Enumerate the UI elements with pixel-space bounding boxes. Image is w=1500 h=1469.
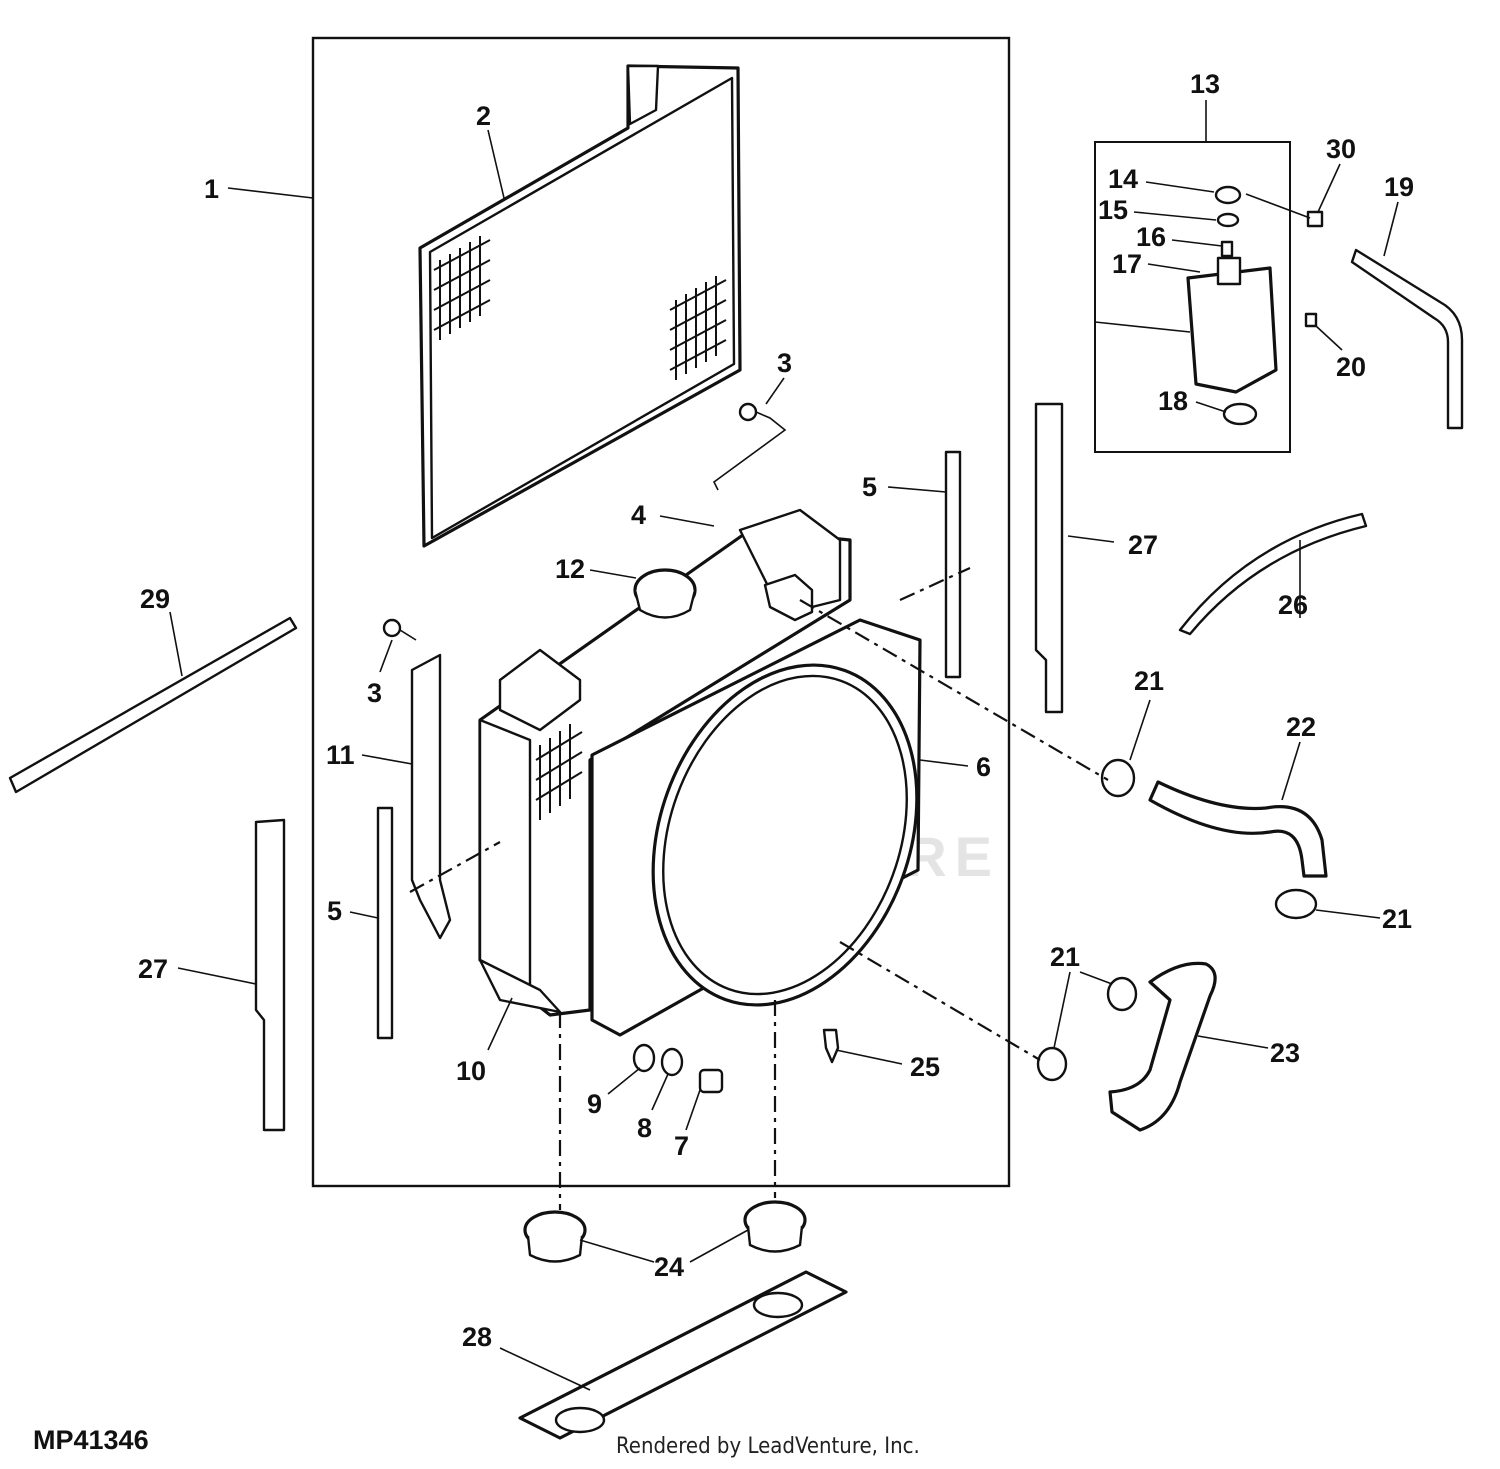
lower-hose — [1108, 961, 1217, 1132]
callout-16: 16 — [1136, 222, 1166, 252]
drain-hardware — [632, 1043, 724, 1094]
callout-17: 17 — [1112, 249, 1142, 279]
fan-shroud — [590, 618, 922, 1037]
callout-26: 26 — [1278, 590, 1308, 620]
callout-11: 11 — [326, 740, 355, 770]
seal-strip-right — [944, 450, 962, 679]
callout-labels: 1 2 3 4 5 12 3 11 6 5 10 9 8 7 25 24 28 … — [138, 69, 1414, 1352]
callout-13: 13 — [1190, 69, 1220, 99]
overflow-hose — [1350, 248, 1464, 430]
seal-strip-29 — [8, 616, 298, 794]
callout-6: 6 — [976, 752, 991, 782]
rubber-mounts — [523, 1200, 807, 1263]
callout-24: 24 — [654, 1252, 684, 1282]
callout-25: 25 — [910, 1052, 940, 1082]
callout-4: 4 — [631, 500, 646, 530]
seal-strip-27-left — [254, 818, 286, 1132]
drain-valve — [822, 1028, 840, 1064]
callout-8: 8 — [637, 1113, 652, 1143]
callout-27-left: 27 — [138, 954, 168, 984]
callout-7: 7 — [674, 1131, 689, 1161]
coolant-reservoir — [1186, 185, 1324, 426]
callout-23: 23 — [1270, 1038, 1300, 1068]
callout-28: 28 — [462, 1322, 492, 1352]
callout-12: 12 — [555, 554, 585, 584]
side-bracket — [410, 653, 452, 940]
mounting-plate — [518, 1270, 848, 1440]
callout-5-left: 5 — [327, 896, 342, 926]
callout-22: 22 — [1286, 712, 1316, 742]
diagram-code: MP41346 — [33, 1425, 149, 1455]
callout-3-left: 3 — [367, 678, 382, 708]
callout-18: 18 — [1158, 386, 1188, 416]
radiator-assembly-outline — [311, 36, 1011, 1188]
callout-3-top: 3 — [777, 348, 792, 378]
bolt-top — [712, 402, 787, 491]
breather-tube — [1178, 512, 1368, 636]
alignment-lines — [409, 566, 1109, 1210]
bolt-left — [382, 618, 417, 641]
callout-27-right: 27 — [1128, 530, 1158, 560]
callout-14: 14 — [1108, 164, 1138, 194]
callout-21-lower: 21 — [1050, 942, 1080, 972]
callout-5-right: 5 — [862, 472, 877, 502]
callout-2: 2 — [476, 101, 491, 131]
callout-29: 29 — [140, 584, 170, 614]
radiator-cap — [633, 568, 697, 619]
reservoir-kit-box — [1094, 141, 1291, 453]
callout-21-right: 21 — [1382, 904, 1412, 934]
leader-lines — [169, 100, 1399, 1391]
callout-30: 30 — [1326, 134, 1356, 164]
callout-20: 20 — [1336, 352, 1366, 382]
callout-21-top: 21 — [1134, 666, 1164, 696]
radiator-core — [478, 508, 852, 1017]
upper-hose — [1148, 780, 1328, 878]
seal-strip-27-right — [1034, 402, 1064, 714]
hose-clamps — [1036, 758, 1318, 1082]
radiator-screen — [418, 64, 742, 548]
callout-1: 1 — [204, 174, 219, 204]
callout-9: 9 — [587, 1089, 602, 1119]
callout-19: 19 — [1384, 172, 1414, 202]
render-credit: Rendered by LeadVenture, Inc. — [616, 1434, 920, 1459]
callout-15: 15 — [1098, 195, 1128, 225]
seal-strip-left — [376, 806, 394, 1040]
callout-10: 10 — [456, 1056, 486, 1086]
